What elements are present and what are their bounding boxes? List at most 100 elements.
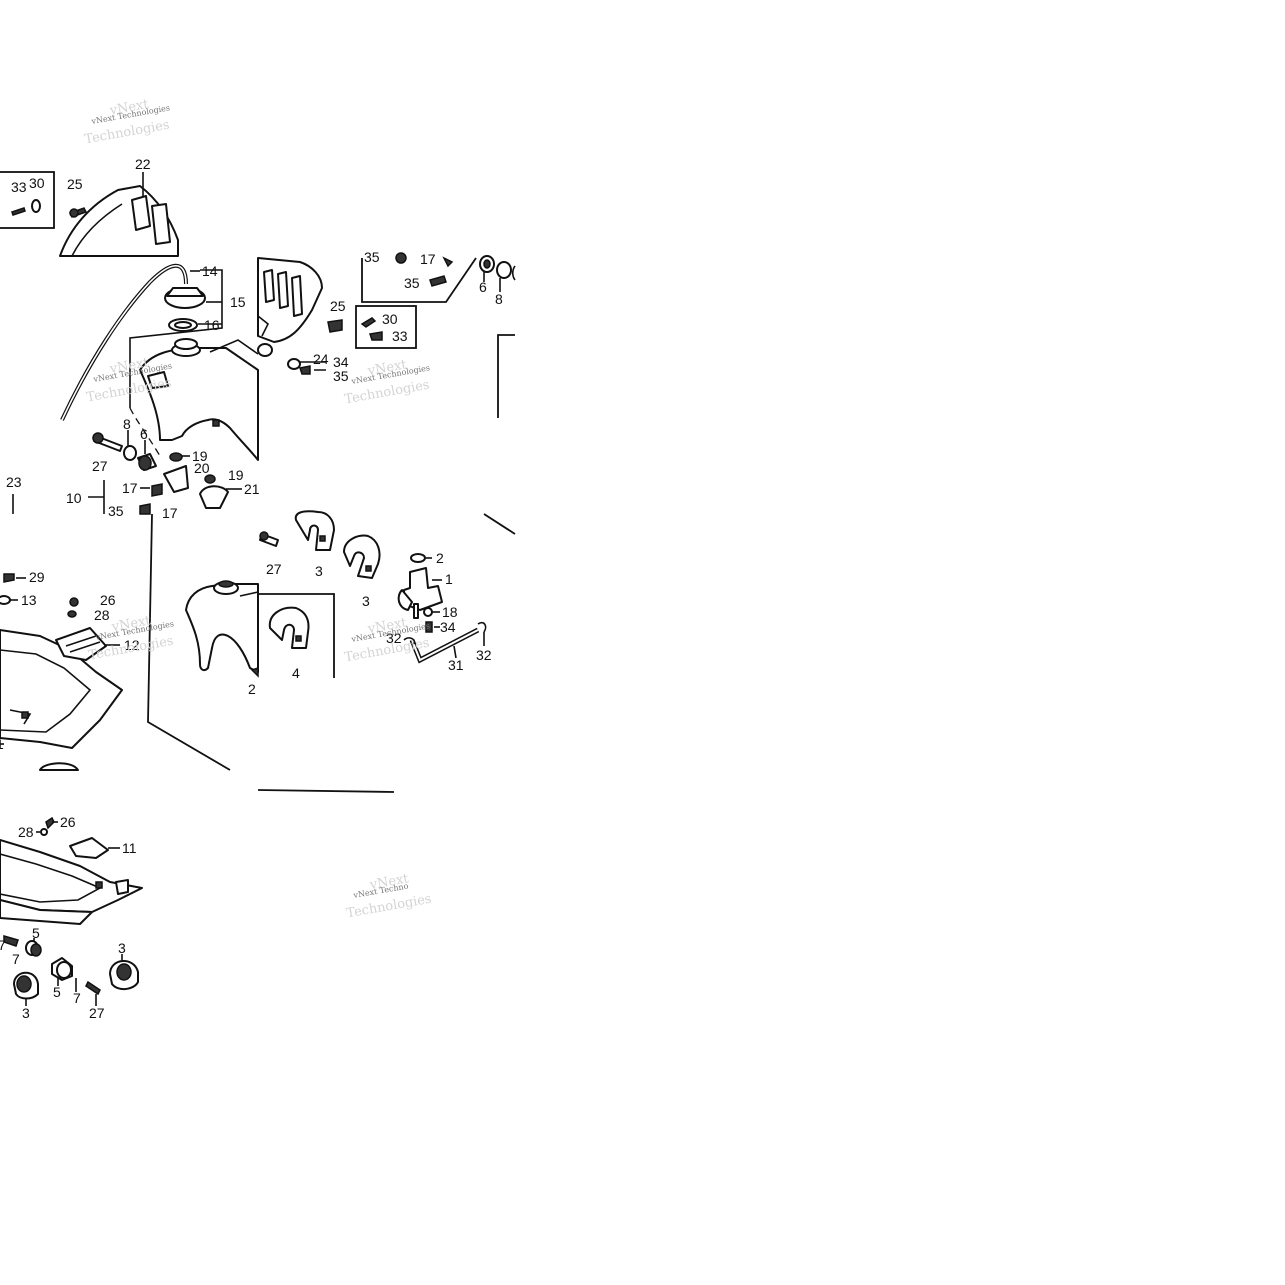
- washer-30: [31, 199, 41, 213]
- side-cover-lip: [9, 709, 32, 725]
- callout-29: 29: [29, 569, 45, 585]
- shroud-22: [59, 185, 179, 257]
- washer-24: [287, 358, 301, 370]
- panel-bottom-rule: [257, 789, 395, 793]
- fastener-inset-box: [0, 171, 55, 229]
- callout-11: 11: [122, 840, 137, 856]
- washer-28-lower: [40, 828, 48, 836]
- breather-tube-14-core: [61, 265, 187, 421]
- callout-27-valve: 27: [266, 561, 282, 577]
- bolt-25-right: [327, 319, 343, 333]
- side-cover-body: [0, 629, 123, 749]
- callout-35-right: 35: [364, 249, 380, 265]
- bolt-35: [139, 503, 151, 515]
- fastener-inset-box-right: [355, 305, 417, 349]
- side-cover-lower-mount: [95, 881, 103, 889]
- rubber-6-right-in: [483, 259, 491, 269]
- callout-10: 10: [66, 490, 82, 506]
- gasket-16-inner: [174, 321, 192, 329]
- callout-6: 6: [140, 426, 148, 442]
- bracket-20: [163, 465, 189, 493]
- bolt-34-valve: [425, 621, 433, 633]
- bracket-10: [88, 480, 105, 514]
- callout-17: 17: [122, 480, 138, 496]
- callout-27: 27: [92, 458, 108, 474]
- fastener-group-frame: [361, 257, 477, 303]
- panel-fuel-valve: [147, 510, 516, 793]
- washer-30-right: [360, 317, 377, 328]
- oring-18: [423, 607, 433, 617]
- callout-32: 32: [386, 630, 402, 646]
- bolt-29: [3, 573, 15, 583]
- shroud-22-vent: [151, 203, 171, 245]
- side-cover-mount: [21, 711, 29, 719]
- callout-6-right: 6: [479, 279, 487, 295]
- callout-8-right: 8: [495, 291, 503, 307]
- panel-shroud-top: [0, 171, 179, 257]
- bolt-33-right: [369, 331, 383, 341]
- rubber-strap-3b-hole: [365, 565, 372, 572]
- callout-35: 35: [108, 503, 124, 519]
- callout-30: 30: [29, 175, 45, 191]
- watermark: vNext Technologies vNext Technologies: [343, 357, 430, 407]
- callout-7: 7: [0, 937, 6, 953]
- tank-side-lip: [239, 591, 259, 597]
- grommet-2: [250, 666, 259, 678]
- collar-5b-face: [56, 961, 72, 979]
- bolt-34-35: [299, 365, 311, 375]
- callout-26-lower: 26: [60, 814, 76, 830]
- cushion-19b: [204, 474, 216, 484]
- washer-28: [67, 610, 77, 618]
- callout-31: 31: [448, 657, 464, 673]
- svg-text:vNext: vNext: [366, 615, 409, 637]
- callout-24: 24: [313, 351, 329, 367]
- callout-34: 34: [333, 354, 349, 370]
- callout-20: 20: [194, 460, 210, 476]
- tank-side-lip: [209, 339, 259, 355]
- bolt-27-head: [92, 432, 104, 444]
- callout-30-right: 30: [382, 311, 398, 327]
- bolt-25-head: [69, 208, 79, 218]
- cushion-19: [169, 452, 183, 462]
- tank-body-dash: [129, 407, 161, 457]
- fuel-hose-31-core: [411, 629, 479, 662]
- side-cover-lower-flange: [0, 899, 93, 925]
- callout-13: 13: [21, 592, 37, 608]
- callout-21: 21: [244, 481, 260, 497]
- panel-side-cover-lower: [0, 816, 143, 1006]
- bolt-27-lower: [85, 980, 101, 996]
- callout-1: 1: [445, 571, 453, 587]
- callout-27-lower: 27: [89, 1005, 105, 1021]
- rubber-damper-3b-face: [116, 963, 132, 981]
- hose-clip-32: [477, 621, 487, 633]
- tank-side-cap-top: [218, 580, 234, 588]
- clip-21: [199, 485, 229, 509]
- bolt-35-right: [429, 275, 447, 287]
- inset-frame: [258, 593, 335, 678]
- callout-2: 2: [436, 550, 444, 566]
- shroud-22-inner: [71, 203, 123, 257]
- rubber-band-4-hole: [295, 635, 302, 642]
- callout-17b: 17: [162, 505, 178, 521]
- rubber-band-4: [268, 606, 310, 649]
- panel-fuel-tank: [60, 263, 259, 515]
- panel-frame: [147, 513, 231, 771]
- callout-32b: 32: [476, 647, 492, 663]
- svg-text:vNext: vNext: [368, 871, 411, 893]
- svg-text:vNext: vNext: [108, 97, 151, 119]
- callout-5: 5: [32, 925, 40, 941]
- shroud-side-edge: [257, 315, 270, 337]
- callout-25-right: 25: [330, 298, 346, 314]
- watermark: vNext Technologies vNext Technologies: [83, 97, 170, 148]
- fuel-valve-1-lever: [397, 589, 413, 611]
- bolt-17: [151, 483, 163, 497]
- panel-frame-right: [483, 513, 516, 535]
- side-cover-inner: [0, 649, 92, 733]
- callout-33: 33: [11, 179, 27, 195]
- grommet: [257, 343, 273, 357]
- cap-assembly-bracket: [129, 269, 223, 408]
- washer-2: [410, 553, 426, 563]
- callout-labels: 22 33 30 25 14 15 16 27 8 6 19 20 19 21 …: [0, 156, 503, 1021]
- callout-25: 25: [67, 176, 83, 192]
